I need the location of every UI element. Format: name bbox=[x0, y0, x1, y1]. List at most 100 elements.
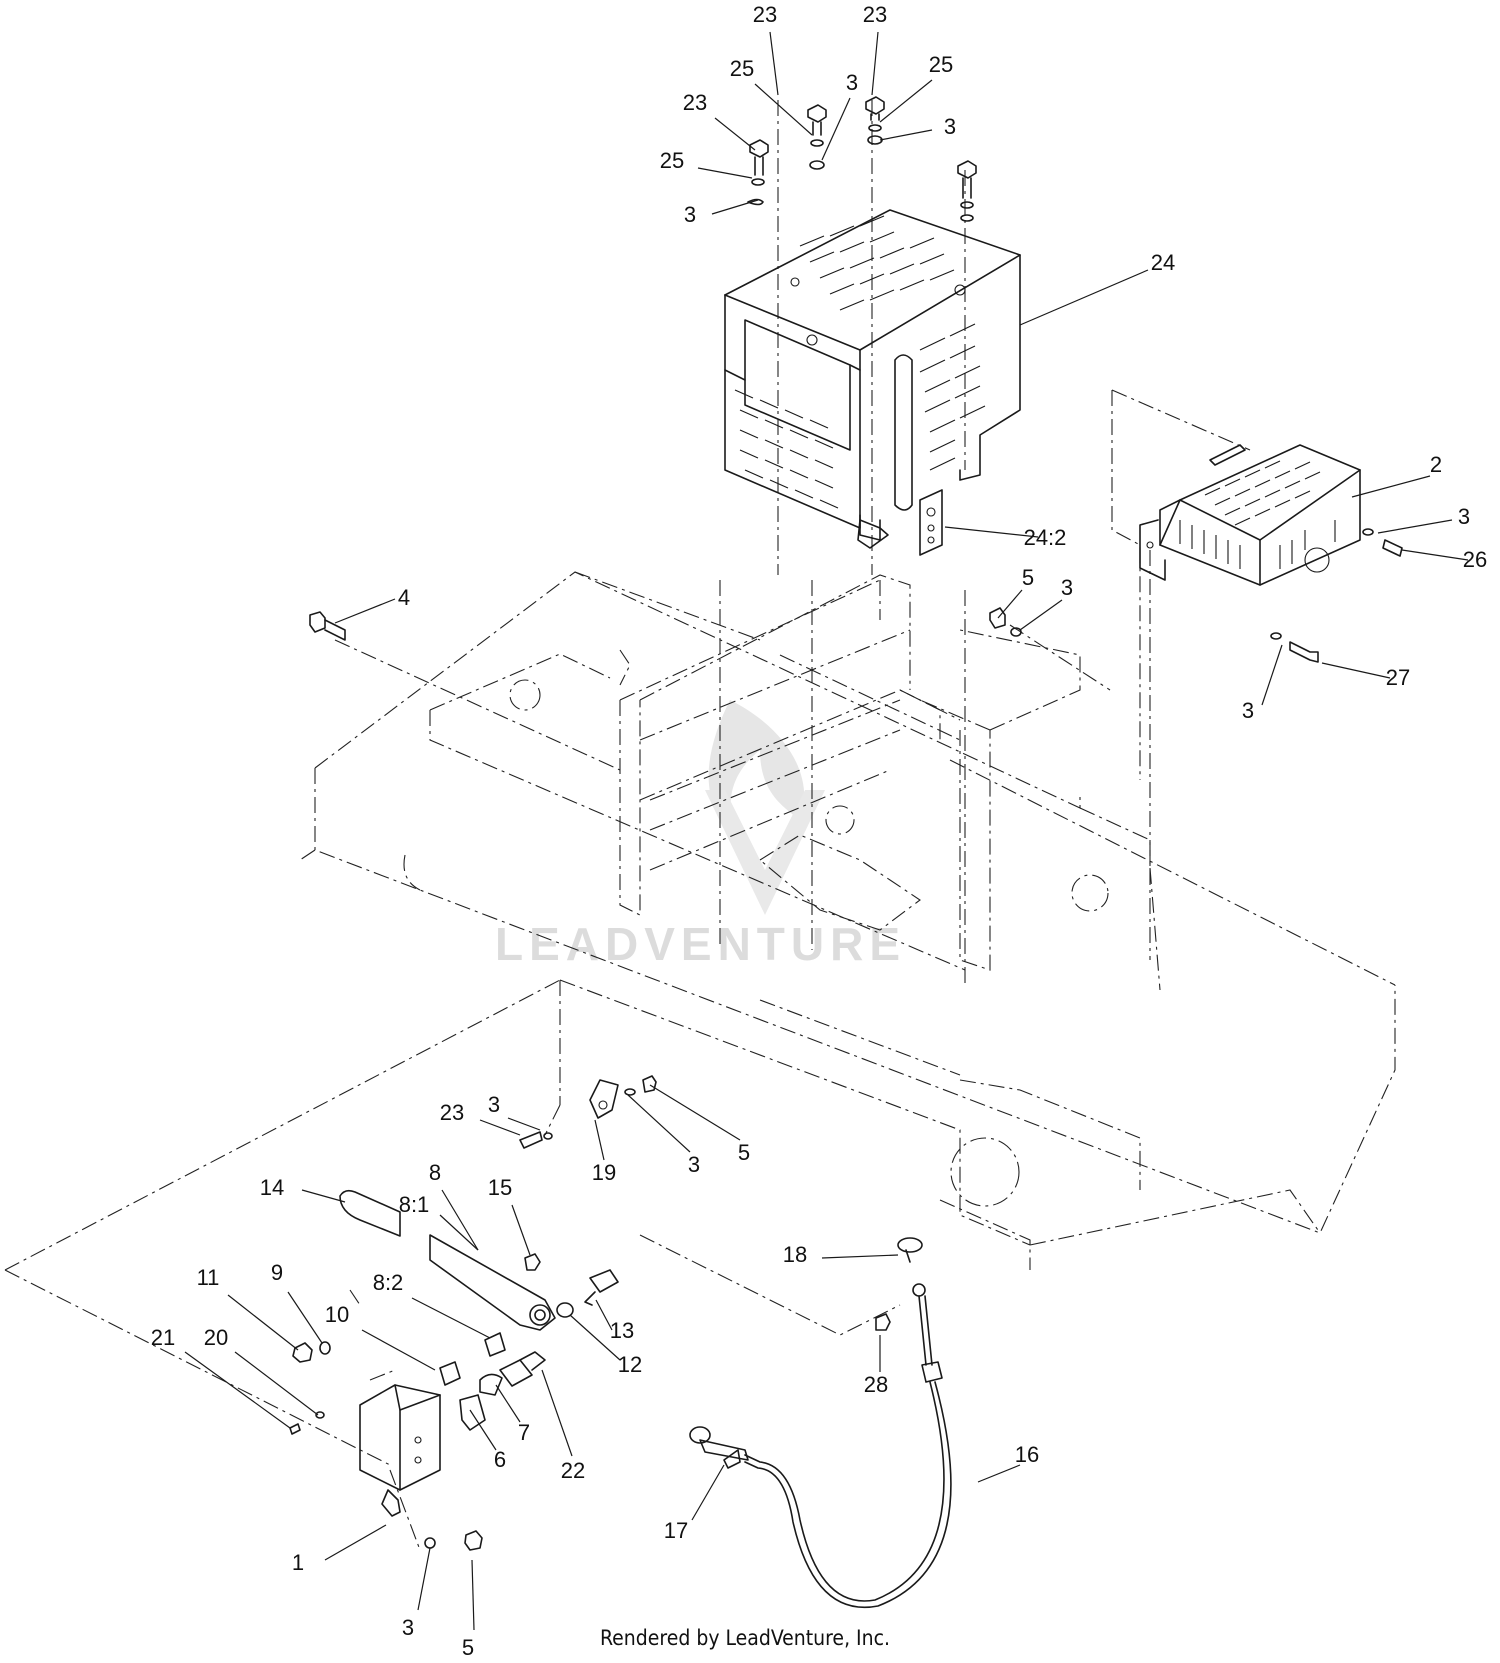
callout-leader bbox=[541, 1369, 573, 1457]
watermark-flame-icon bbox=[708, 700, 805, 840]
callout-leader bbox=[754, 83, 813, 136]
callout-label: 16 bbox=[1015, 1442, 1039, 1467]
callout-label: 8 bbox=[429, 1160, 441, 1185]
bolt-icon bbox=[807, 104, 827, 170]
callout-label: 23 bbox=[753, 2, 777, 27]
callout-leader bbox=[879, 129, 933, 141]
callout-label: 25 bbox=[929, 52, 953, 77]
muffler-guard bbox=[1139, 444, 1403, 663]
callout-leader bbox=[569, 1314, 621, 1361]
callout-leader bbox=[997, 589, 1023, 619]
top-hardware bbox=[747, 96, 977, 222]
bolt-icon bbox=[747, 139, 769, 206]
callout-leader bbox=[871, 31, 879, 96]
heat-shield-slots-front bbox=[734, 389, 839, 509]
engine-mount-frame bbox=[619, 574, 1081, 985]
callout-leader bbox=[594, 1119, 605, 1161]
callout-label: 25 bbox=[730, 56, 754, 81]
mid-hardware bbox=[309, 607, 1022, 641]
callout-leader bbox=[441, 1189, 479, 1251]
callout-leader bbox=[511, 1204, 531, 1256]
callout-leader bbox=[324, 1524, 387, 1561]
callout-leader bbox=[287, 1291, 323, 1344]
callout-leader bbox=[879, 79, 933, 123]
callout-label: 28 bbox=[864, 1372, 888, 1397]
callout-label: 2 bbox=[1430, 452, 1442, 477]
callout-label: 24 bbox=[1151, 250, 1175, 275]
watermark-text: LEADVENTURE bbox=[495, 918, 906, 970]
callout-label: 1 bbox=[292, 1550, 304, 1575]
callout-leader bbox=[711, 199, 759, 215]
callout-leader bbox=[234, 1351, 319, 1416]
callout-leader bbox=[821, 97, 851, 161]
callout-label: 19 bbox=[592, 1160, 616, 1185]
callout-label: 5 bbox=[738, 1140, 750, 1165]
callout-label: 7 bbox=[518, 1420, 530, 1445]
callout-label: 15 bbox=[488, 1175, 512, 1200]
callout-leader bbox=[411, 1297, 491, 1339]
muffler-guard-slots bbox=[1179, 460, 1336, 569]
callout-label: 23 bbox=[440, 1100, 464, 1125]
callout-leader bbox=[184, 1351, 291, 1429]
callout-leader bbox=[649, 1084, 741, 1141]
heat-shield-decal bbox=[919, 489, 943, 556]
callout-label: 3 bbox=[846, 70, 858, 95]
callout-label: 13 bbox=[610, 1318, 634, 1343]
lower-linkage bbox=[289, 1075, 657, 1551]
callout-label: 22 bbox=[561, 1458, 585, 1483]
callout-label: 6 bbox=[494, 1447, 506, 1472]
callout-label: 9 bbox=[271, 1260, 283, 1285]
callout-label: 4 bbox=[398, 585, 410, 610]
callout-label: 8:1 bbox=[399, 1192, 430, 1217]
callout-leader bbox=[977, 1464, 1021, 1483]
callout-label: 3 bbox=[488, 1092, 500, 1117]
callout-label: 25 bbox=[660, 148, 684, 173]
callout-leader bbox=[361, 1329, 436, 1371]
callout-leader bbox=[1261, 644, 1283, 706]
callout-label: 14 bbox=[260, 1175, 284, 1200]
callout-label: 20 bbox=[204, 1325, 228, 1350]
watermark: LEADVENTURE bbox=[495, 700, 906, 970]
callout-label: 5 bbox=[462, 1635, 474, 1660]
callout-leader bbox=[301, 1189, 346, 1203]
callout-leader bbox=[1019, 269, 1149, 326]
callout-label: 3 bbox=[1061, 575, 1073, 600]
callout-leader bbox=[1019, 599, 1063, 631]
callout-leader bbox=[627, 1094, 691, 1153]
callout-label: 11 bbox=[197, 1265, 220, 1290]
watermark-v-icon bbox=[705, 790, 825, 915]
callout-label: 3 bbox=[1458, 504, 1470, 529]
callout-leader bbox=[439, 1214, 479, 1251]
callout-leader bbox=[595, 1299, 613, 1331]
callout-leader bbox=[471, 1559, 475, 1631]
callout-leader bbox=[821, 1254, 899, 1259]
callout-label: 12 bbox=[618, 1352, 642, 1377]
callout-label: 17 bbox=[664, 1518, 688, 1543]
callout-label: 3 bbox=[402, 1615, 414, 1640]
callout-label: 3 bbox=[684, 202, 696, 227]
callout-leader bbox=[507, 1117, 541, 1131]
callout-leader bbox=[944, 526, 1039, 538]
callout-label: 8:2 bbox=[373, 1270, 404, 1295]
callout-label: 26 bbox=[1463, 547, 1487, 572]
bolt-icon bbox=[957, 160, 977, 222]
callout-label: 5 bbox=[1022, 565, 1034, 590]
exploded-view-lines bbox=[4, 100, 1251, 1551]
callout-label: 10 bbox=[325, 1302, 349, 1327]
callout-leader bbox=[697, 167, 753, 179]
callout-label: 3 bbox=[944, 114, 956, 139]
callout-leader bbox=[1377, 519, 1453, 534]
heat-shield-slots-side bbox=[919, 323, 986, 471]
callout-label: 21 bbox=[151, 1325, 175, 1350]
heat-shield-slots-top bbox=[799, 215, 955, 311]
cable-assembly bbox=[689, 1237, 952, 1609]
callout-leader bbox=[1401, 549, 1469, 561]
callout-leader bbox=[1321, 662, 1391, 679]
callout-label: 3 bbox=[688, 1152, 700, 1177]
callout-leader bbox=[417, 1547, 431, 1611]
bolt-icon bbox=[865, 96, 885, 145]
callout-label: 18 bbox=[783, 1242, 807, 1267]
callout-label: 3 bbox=[1242, 698, 1254, 723]
